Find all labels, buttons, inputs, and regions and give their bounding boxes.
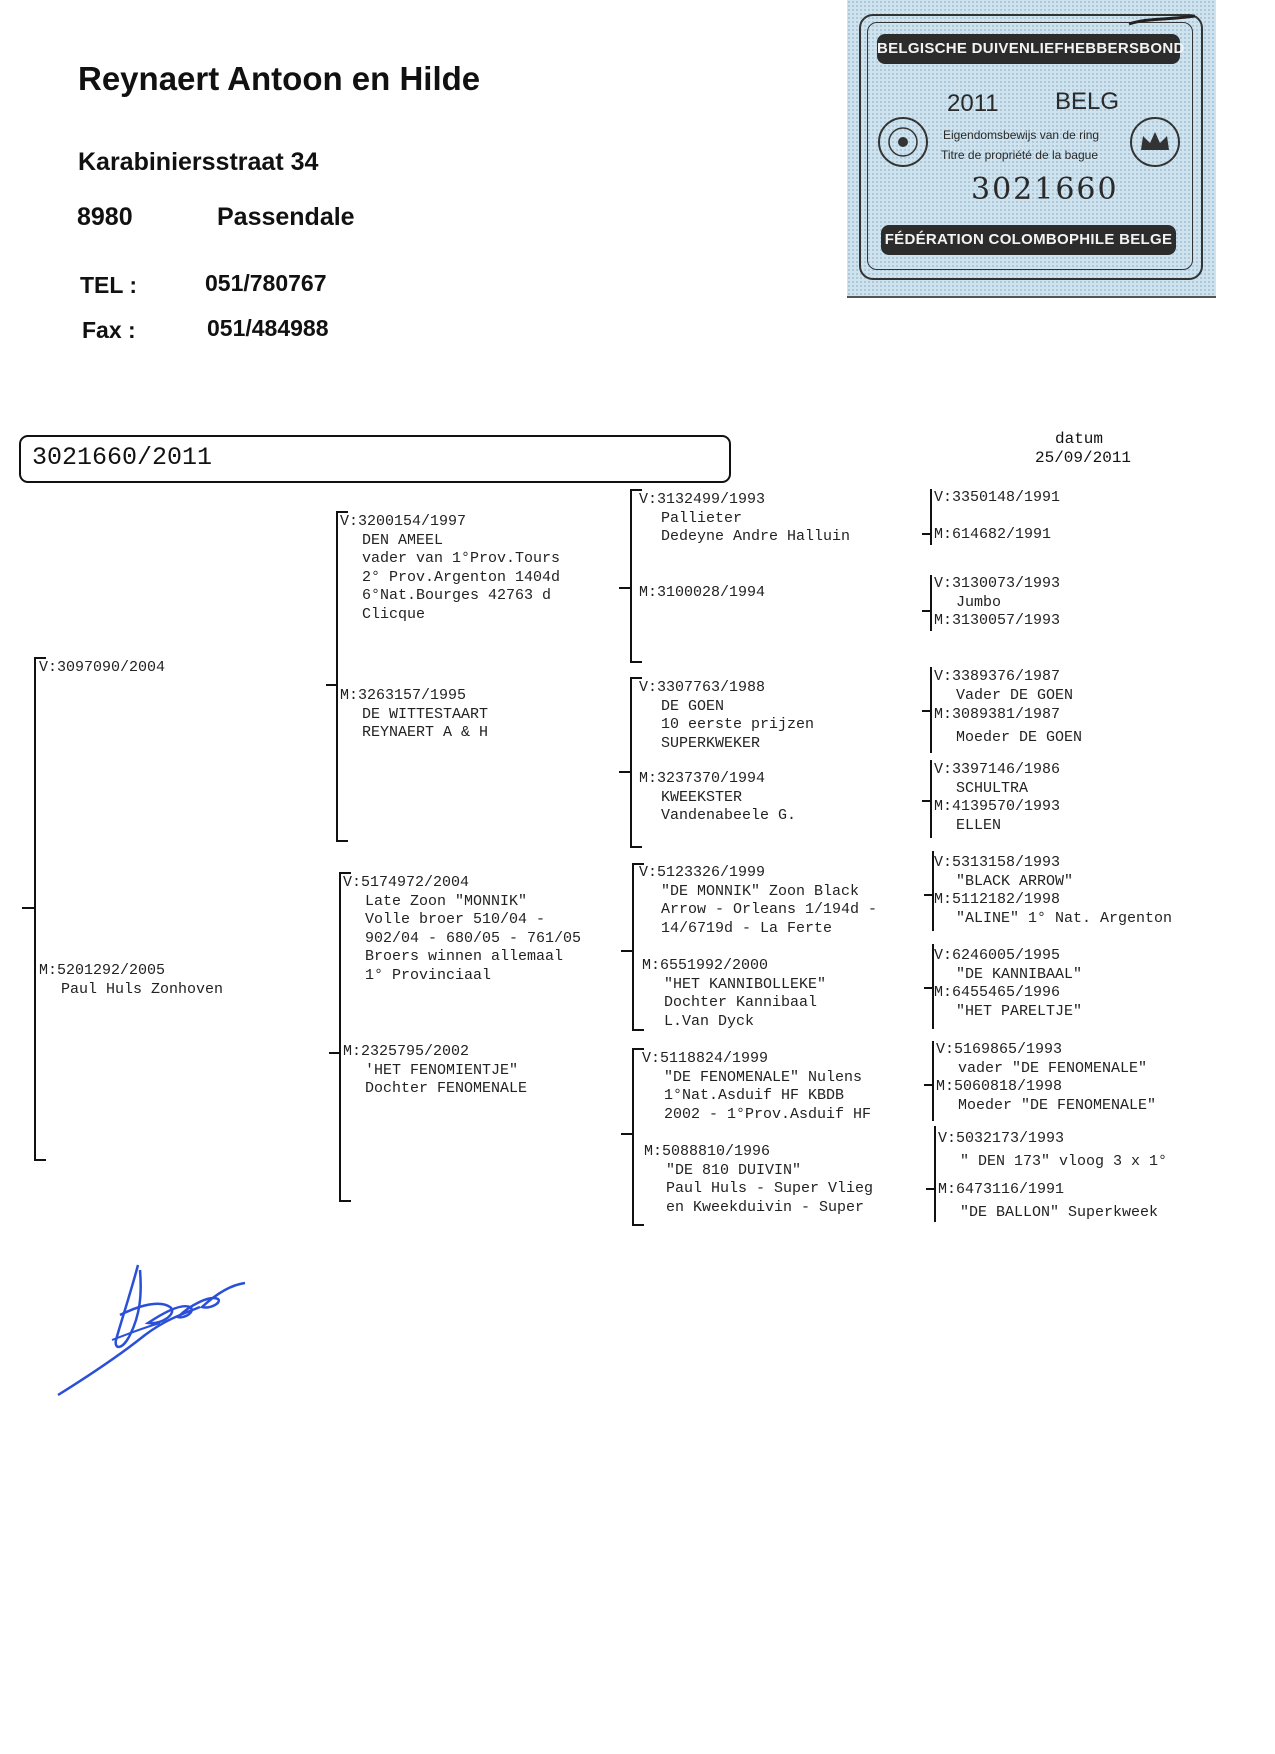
stamp-caption-nl: Eigendomsbewijs van de ring: [943, 128, 1100, 142]
stamp-country: BELG: [1055, 88, 1120, 115]
gen2-upper-bracket: [336, 511, 348, 842]
gen4-entry-10: M:5112182/1998 "ALINE" 1° Nat. Argenton: [934, 891, 1173, 927]
gen4-entry-7: V:3397146/1986 SCHULTRA: [934, 761, 1061, 797]
gen4-entry-16: M:6473116/1991 "DE BALLON" Superkweek: [938, 1181, 1159, 1221]
gen4-tick-8: [926, 1188, 934, 1190]
handwritten-signature-icon: [57, 1264, 246, 1397]
gen1-bracket: [34, 657, 46, 1161]
gen3-bracket-2: [630, 677, 642, 848]
gen3-bracket-4: [632, 1048, 644, 1226]
gen2-lower-tick: [329, 1052, 340, 1054]
stamp-bottom-banner: FÉDÉRATION COLOMBOPHILE BELGE: [881, 225, 1176, 255]
gen4-line-8: [934, 1126, 936, 1222]
gen1-root-tick: [22, 907, 36, 909]
gen3-tick-1: [619, 587, 630, 589]
gen4-line-5: [932, 851, 934, 931]
datum-value: 25/09/2011: [1035, 449, 1132, 467]
gen3-entry-8: M:5088810/1996 "DE 810 DUIVIN" Paul Huls…: [644, 1143, 874, 1216]
gen3-entry-5: V:5123326/1999 "DE MONNIK" Zoon Black Ar…: [639, 864, 878, 937]
crown-emblem-icon: [1130, 117, 1180, 167]
gen4-entry-11: V:6246005/1995 "DE KANNIBAAL": [934, 947, 1083, 983]
gen4-entry-5: V:3389376/1987 Vader DE GOEN: [934, 668, 1074, 704]
gen2-upper-tick: [326, 684, 337, 686]
gen3-entry-7: V:5118824/1999 "DE FENOMENALE" Nulens 1°…: [642, 1050, 872, 1123]
gen4-entry-8: M:4139570/1993 ELLEN: [934, 798, 1061, 834]
breeder-city: Passendale: [217, 203, 355, 231]
gen3-entry-6: M:6551992/2000 "HET KANNIBOLLEKE" Dochte…: [642, 957, 827, 1030]
pedigree-id-box: 3021660/2011: [19, 435, 731, 483]
gen4-entry-6: M:3089381/1987 Moeder DE GOEN: [934, 706, 1083, 746]
gen4-line-4: [930, 760, 932, 838]
gen4-line-7: [932, 1041, 934, 1121]
stamp-top-banner: BELGISCHE DUIVENLIEFHEBBERSBOND: [877, 34, 1184, 64]
stamp-scribble-icon: [1128, 14, 1196, 26]
pedigree-id: 3021660/2011: [32, 443, 213, 472]
gen4-tick-7: [924, 1084, 932, 1086]
gen4-tick-3: [922, 710, 930, 712]
gen2-dam: M:3263157/1995 DE WITTESTAART REYNAERT A…: [340, 687, 489, 741]
gen4-entry-12: M:6455465/1996 "HET PARELTJE": [934, 984, 1083, 1020]
gen4-entry-1: V:3350148/1991: [934, 489, 1061, 506]
stamp-caption-fr: Titre de propriété de la bague: [941, 148, 1098, 162]
gen4-line-3: [930, 667, 932, 753]
gen2-sire-lower: V:5174972/2004 Late Zoon "MONNIK" Volle …: [343, 874, 582, 984]
fax-label: Fax :: [82, 317, 136, 343]
gen4-entry-3: V:3130073/1993 Jumbo: [934, 575, 1061, 611]
gen4-entry-15: V:5032173/1993 " DEN 173" vloog 3 x 1°: [938, 1130, 1168, 1170]
gen3-bracket-1: [630, 489, 642, 663]
gen4-tick-5: [924, 894, 932, 896]
gen4-entry-9: V:5313158/1993 "BLACK ARROW": [934, 854, 1074, 890]
gen3-tick-2: [619, 771, 630, 773]
gen2-dam-lower: M:2325795/2002 'HET FENOMIENTJE" Dochter…: [343, 1043, 528, 1097]
ring-certificate-stamp: BELGISCHE DUIVENLIEFHEBBERSBOND 2011 BEL…: [847, 0, 1216, 298]
gen4-line-2: [930, 575, 932, 631]
gen4-line-1: [930, 489, 932, 545]
gen1-mother: M:5201292/2005 Paul Huls Zonhoven: [39, 962, 224, 998]
gen4-tick-6: [924, 987, 932, 989]
gen4-entry-13: V:5169865/1993 vader "DE FENOMENALE": [936, 1041, 1148, 1077]
stamp-inner-frame: [867, 22, 1193, 270]
breeder-street: Karabiniersstraat 34: [78, 148, 319, 176]
gen2-lower-bracket: [339, 872, 351, 1202]
datum-label: datum: [1055, 430, 1104, 448]
stamp-ring-number: 3021660: [971, 172, 1119, 207]
gen2-sire: V:3200154/1997 DEN AMEEL vader van 1°Pro…: [340, 513, 561, 623]
gen1-father: V:3097090/2004: [39, 659, 166, 676]
gen3-entry-4: M:3237370/1994 KWEEKSTER Vandenabeele G.: [639, 770, 797, 824]
gen4-entry-14: M:5060818/1998 Moeder "DE FENOMENALE": [936, 1078, 1157, 1114]
gen4-line-6: [932, 944, 934, 1029]
gen4-entry-4: M:3130057/1993: [934, 612, 1061, 629]
breeder-postal: 8980: [77, 203, 133, 231]
gen3-entry-1: V:3132499/1993 Pallieter Dedeyne Andre H…: [639, 491, 851, 545]
gen3-bracket-3: [632, 863, 644, 1031]
stamp-frame: [859, 14, 1203, 280]
ornament-left-icon: [878, 117, 928, 167]
gen4-tick-2: [922, 610, 930, 612]
stamp-year: 2011: [947, 90, 999, 117]
gen3-tick-4: [621, 1133, 632, 1135]
gen3-entry-2: M:3100028/1994: [639, 584, 766, 601]
fax-number: 051/484988: [207, 315, 329, 341]
gen3-entry-3: V:3307763/1988 DE GOEN 10 eerste prijzen…: [639, 679, 815, 752]
gen3-tick-3: [621, 950, 632, 952]
tel-label: TEL :: [80, 272, 138, 298]
gen4-tick-1: [922, 533, 930, 535]
breeder-name: Reynaert Antoon en Hilde: [78, 60, 481, 97]
tel-number: 051/780767: [205, 270, 327, 296]
gen4-tick-4: [922, 800, 930, 802]
gen4-entry-2: M:614682/1991: [934, 526, 1052, 543]
